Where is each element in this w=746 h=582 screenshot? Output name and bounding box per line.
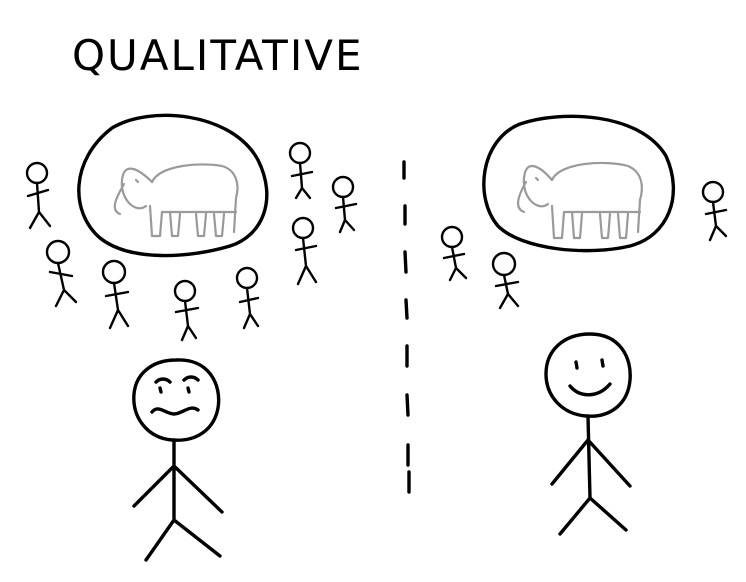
small-person	[235, 266, 260, 330]
crowd-left	[25, 141, 358, 342]
small-person	[101, 259, 130, 330]
worried-stick-figure	[132, 358, 224, 562]
small-person	[440, 225, 468, 282]
title-text: QUALITATIVE	[72, 31, 364, 80]
small-person	[45, 239, 78, 308]
elephant-icon	[113, 163, 239, 238]
small-person	[331, 175, 358, 234]
right-thought-bubble	[482, 114, 676, 253]
left-thought-bubble	[77, 113, 269, 258]
smiling-stick-figure	[544, 332, 632, 536]
small-person	[291, 216, 318, 286]
small-person	[173, 279, 200, 342]
crowd-right	[440, 180, 728, 310]
small-person	[288, 141, 314, 200]
elephant-icon	[517, 161, 643, 240]
dashed-divider	[402, 160, 411, 494]
small-person	[701, 180, 728, 242]
small-person	[491, 251, 520, 310]
small-person	[25, 161, 52, 230]
